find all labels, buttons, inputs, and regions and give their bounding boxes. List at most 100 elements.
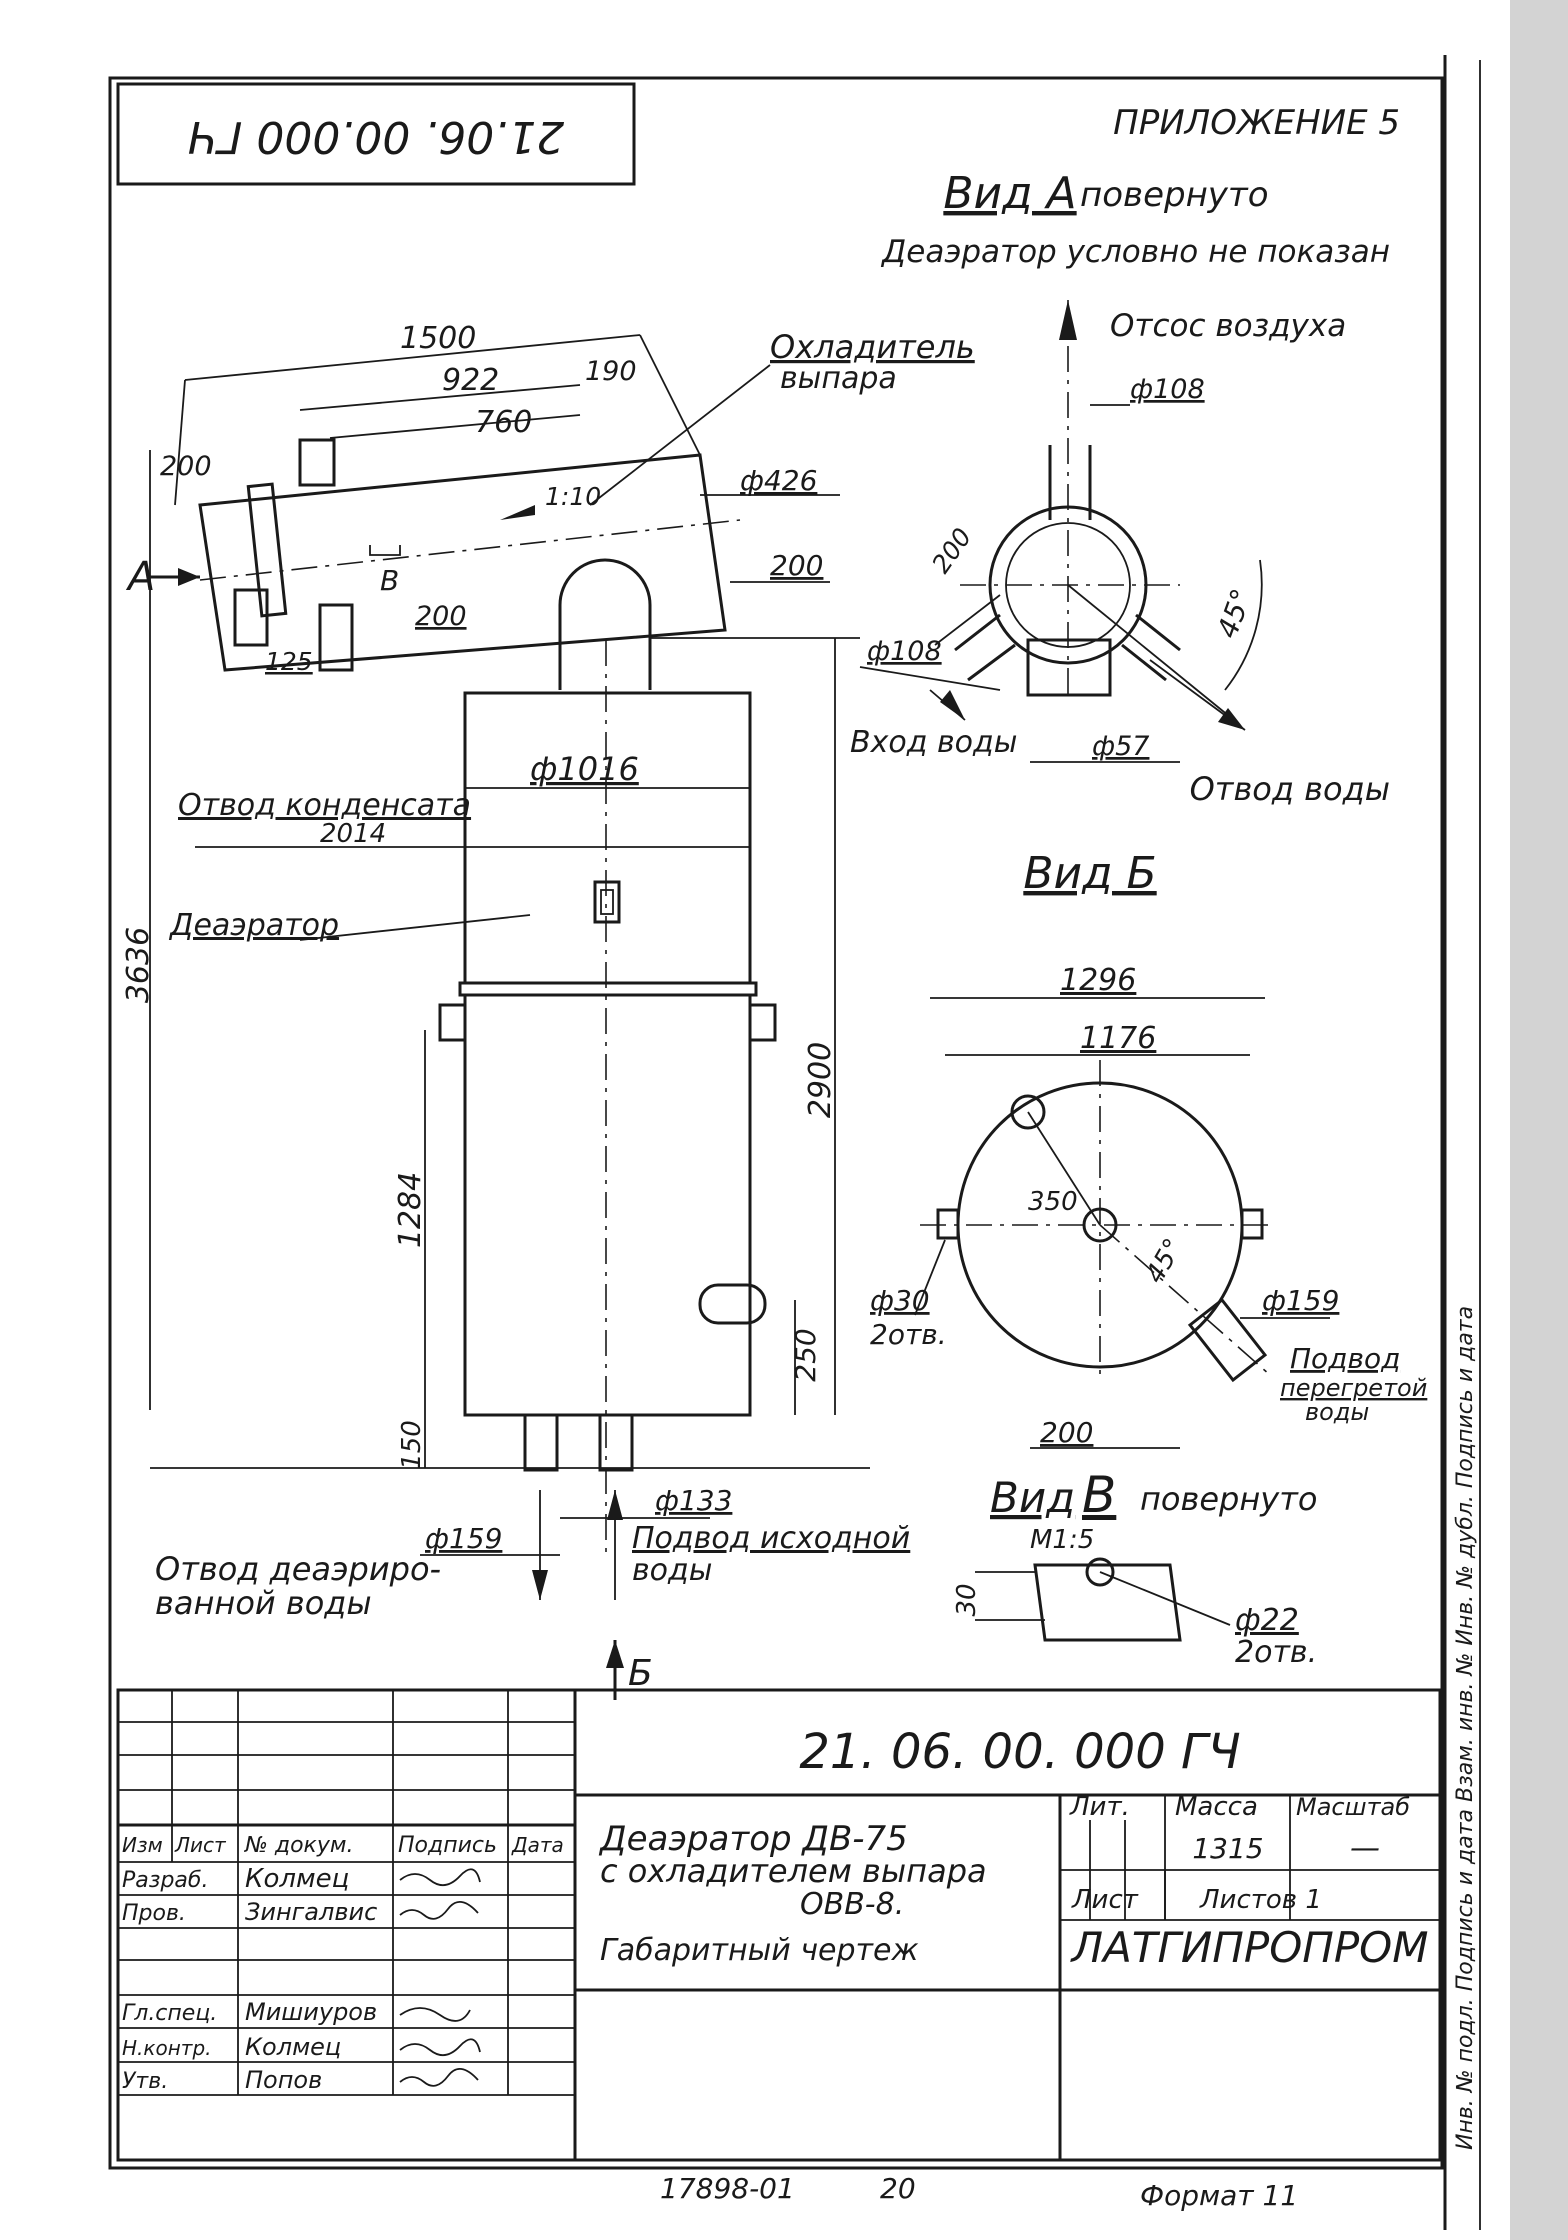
name-line-3: ОВВ-8. — [800, 1887, 904, 1922]
deaerator-leader — [299, 914, 531, 941]
air-label: Отсос воздуха — [1110, 308, 1346, 344]
superheated-1: Подвод — [1290, 1342, 1401, 1375]
view-a-suffix: повернуто — [1080, 175, 1269, 215]
view-v-dim-30: 30 — [952, 1583, 982, 1616]
view-b-lug-right — [1240, 1208, 1264, 1240]
cooler: В — [198, 438, 741, 672]
view-v-hole — [1085, 1557, 1115, 1587]
view-b-dim-200: 200 — [1040, 1416, 1093, 1449]
binding-strip — [1510, 0, 1568, 2240]
d108-left: ф108 — [867, 636, 942, 667]
view-b-lug-left — [936, 1208, 960, 1240]
cooler-flange — [246, 482, 288, 618]
cooler-bottom-nozzle-right — [318, 603, 354, 672]
cooler-label-1: Охладитель — [770, 328, 975, 366]
d159: ф159 — [425, 1522, 502, 1555]
angle-ray — [1067, 584, 1241, 726]
sheets-label: Листов 1 — [1199, 1885, 1322, 1915]
col-date: Дата — [511, 1833, 564, 1857]
name-glspec: Мишиуров — [245, 1998, 377, 2026]
slope-arrow — [500, 505, 535, 520]
outlet-arrowhead — [532, 1570, 548, 1600]
sheet-frame — [108, 76, 1444, 2170]
org-name: ЛАТГИПРОПРОМ — [1070, 1923, 1429, 1972]
bottom-nozzle-right — [598, 1413, 634, 1472]
d426: ф426 — [740, 464, 817, 497]
water-out-label: Отвод воды — [1190, 770, 1390, 808]
dim-200-low: 200 — [415, 601, 467, 632]
lit-label: Лит. — [1069, 1792, 1130, 1822]
side-nozzle — [698, 1283, 767, 1325]
dim-922: 922 — [442, 363, 499, 398]
superheated-3: воды — [1305, 1398, 1369, 1426]
dim-1500-line — [184, 334, 641, 381]
dim-2014: 2014 — [320, 819, 386, 849]
d133: ф133 — [655, 1484, 732, 1517]
sheet-label: Лист — [1071, 1885, 1139, 1915]
water-out-arrow — [1218, 708, 1245, 730]
d30-leader — [914, 1239, 946, 1316]
left-nozzle-a — [954, 613, 1001, 652]
view-b-holes: 2отв. — [870, 1318, 947, 1351]
view-v-title: Вид — [990, 1473, 1075, 1522]
view-a-angle: 45° — [1211, 584, 1259, 642]
outlet-label-1: Отвод деаэриро- — [155, 1550, 441, 1588]
left-nozzle-b — [967, 643, 1016, 682]
dim-350-line — [1027, 1111, 1101, 1226]
right-nozzle-b — [1121, 643, 1167, 682]
view-b-offset-nozzle — [1010, 1094, 1046, 1130]
d22-leader — [1099, 1571, 1231, 1626]
view-v-suffix: повернуто — [1140, 1480, 1317, 1518]
side-stamp-text: Инв. № подл. Подпись и дата Взам. инв. №… — [1453, 1306, 1478, 2150]
name-utv: Попов — [245, 2066, 322, 2094]
view-a-title: Вид А — [943, 168, 1076, 219]
name-razrab: Колмец — [245, 1864, 349, 1894]
name-line-2: с охладителем выпара — [600, 1852, 987, 1890]
signature-nkontr — [399, 2038, 481, 2056]
superheated-nozzle — [1187, 1297, 1268, 1383]
view-b-center-nozzle — [1082, 1207, 1118, 1243]
name-prov: Зингалвис — [245, 1898, 377, 1926]
dim-2900: 2900 — [803, 1042, 838, 1118]
name-nkontr: Колмец — [245, 2033, 341, 2061]
signature-razrab — [399, 1868, 481, 1886]
view-b-title: Вид Б — [1023, 848, 1156, 899]
deaerator-window-inner — [600, 889, 614, 915]
cooler-bottom-nozzle-left — [233, 588, 269, 647]
col-list: Лист — [174, 1833, 227, 1857]
dim-1500: 1500 — [400, 321, 476, 356]
deaerator-window — [593, 880, 621, 924]
col-sign: Подпись — [398, 1833, 497, 1858]
condensate-label: Отвод конденсата — [178, 788, 471, 823]
right-nozzle-a — [1135, 613, 1181, 652]
deaerator-band — [458, 981, 758, 997]
name-line-4: Габаритный чертеж — [600, 1933, 919, 1968]
slope: 1:10 — [545, 482, 601, 511]
outlet-label-2: ванной воды — [155, 1584, 372, 1622]
cooler-top-nozzle — [298, 438, 336, 487]
letter-b: Б — [628, 1653, 653, 1694]
bracket-left — [438, 1003, 467, 1042]
role-utv: Утв. — [122, 2069, 168, 2094]
dim-1176: 1176 — [1080, 1021, 1156, 1056]
dim-ext-right — [639, 334, 701, 456]
view-v-scale: М1:5 — [1030, 1525, 1094, 1555]
d57-label: ф57 — [1092, 731, 1149, 762]
bottom-nozzle-left — [523, 1413, 559, 1472]
connector-pipe — [558, 558, 652, 690]
dim-760: 760 — [475, 405, 532, 440]
view-v-d22: ф22 — [1235, 1603, 1299, 1638]
mass-label: Масса — [1175, 1792, 1258, 1822]
water-in-arrow — [940, 690, 965, 720]
d30: ф30 — [870, 1284, 930, 1317]
supply-label-1: Подвод исходной — [632, 1521, 910, 1556]
footer-doc-number: 17898-01 — [660, 2172, 795, 2205]
view-v-part — [1033, 1563, 1182, 1642]
dim-200-right: 200 — [770, 549, 823, 582]
dim-350: 350 — [1028, 1187, 1078, 1217]
cooler-axis — [199, 519, 741, 581]
dim-922-line — [299, 384, 581, 411]
signature-utv — [399, 2068, 479, 2087]
letter-v: В — [380, 564, 399, 597]
